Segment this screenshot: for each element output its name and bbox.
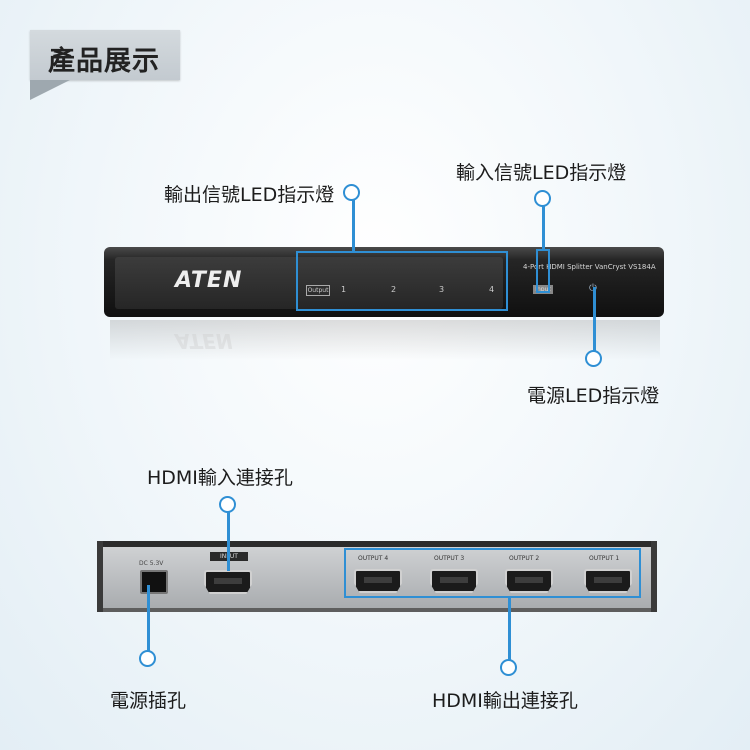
input-led-callout-line — [542, 205, 545, 249]
hdmi-output-port — [505, 569, 553, 593]
power-jack-callout-line — [147, 585, 150, 652]
hdmi-output-callout-line — [508, 598, 511, 661]
hdmi-output-callout-dot — [500, 659, 517, 676]
dc-power-jack — [140, 570, 168, 594]
device-rear-right-cap — [651, 541, 657, 612]
device-front-reflection — [110, 320, 660, 360]
label-power-jack: 電源插孔 — [110, 690, 187, 712]
model-text: 4-Port HDMI Splitter VanCryst VS184A — [523, 263, 656, 271]
label-hdmi-output: HDMI輸出連接孔 — [432, 690, 578, 712]
led-number: 1 — [341, 285, 347, 294]
aten-logo-reflection: ATEN — [175, 329, 233, 353]
hdmi-input-callout-line — [227, 511, 230, 571]
output-port-label: OUTPUT 1 — [589, 555, 620, 562]
output-port-label: OUTPUT 2 — [509, 555, 540, 562]
device-front-panel — [115, 257, 503, 309]
aten-logo: ATEN — [175, 268, 243, 293]
output-port-label: OUTPUT 4 — [358, 555, 389, 562]
power-jack-callout-dot — [139, 650, 156, 667]
output-port-label: OUTPUT 3 — [434, 555, 465, 562]
power-led-callout-dot — [585, 350, 602, 367]
title-tag-fold — [30, 80, 70, 100]
input-led-highlight — [536, 249, 550, 293]
led-number: 4 — [489, 285, 495, 294]
led-number: 3 — [439, 285, 445, 294]
hdmi-input-port — [204, 570, 252, 594]
input-led-callout-dot — [534, 190, 551, 207]
title-tag: 產品展示 — [30, 30, 180, 80]
label-power-led: 電源LED指示燈 — [527, 385, 660, 407]
device-rear-left-cap — [97, 541, 103, 612]
hdmi-output-highlight — [344, 548, 641, 598]
output-led-callout-line — [352, 197, 355, 251]
page-title: 產品展示 — [48, 46, 160, 77]
label-input-led: 輸入信號LED指示燈 — [456, 162, 627, 184]
hdmi-output-port — [430, 569, 478, 593]
power-icon: ⏻ — [589, 283, 597, 294]
led-number: 2 — [391, 285, 397, 294]
power-led-callout-line — [593, 287, 596, 352]
hdmi-output-port — [584, 569, 632, 593]
hdmi-output-port — [354, 569, 402, 593]
label-output-led: 輸出信號LED指示燈 — [164, 184, 335, 206]
dc-voltage-text: DC 5.3V — [139, 560, 164, 567]
output-led-highlight — [296, 251, 508, 311]
output-led-tag: Output — [306, 285, 330, 296]
label-hdmi-input: HDMI輸入連接孔 — [147, 467, 293, 489]
output-led-callout-dot — [343, 184, 360, 201]
input-led-tag: Input — [533, 285, 553, 294]
